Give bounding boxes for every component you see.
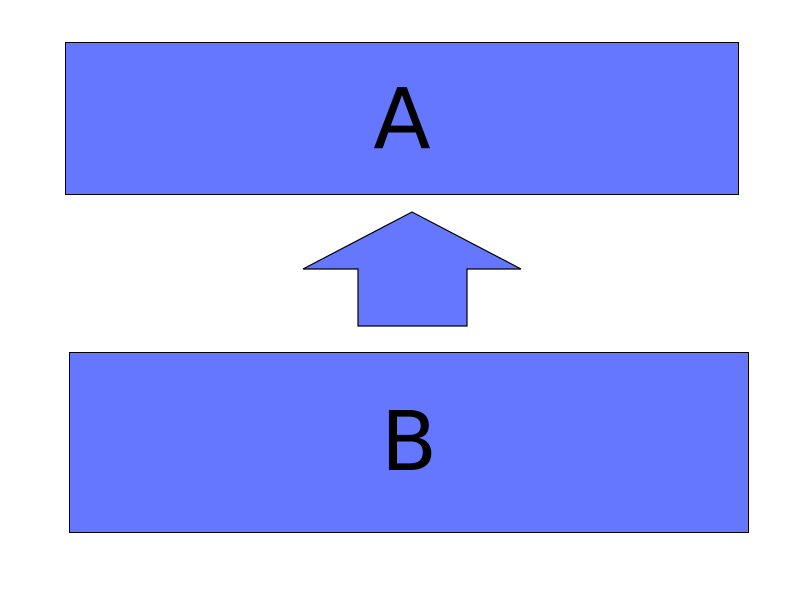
box-b: B	[69, 352, 749, 533]
box-a: A	[65, 42, 739, 195]
box-a-label: A	[373, 69, 431, 168]
up-arrow-shape	[302, 211, 522, 327]
box-b-label: B	[380, 394, 438, 490]
up-arrow-icon	[302, 211, 522, 327]
